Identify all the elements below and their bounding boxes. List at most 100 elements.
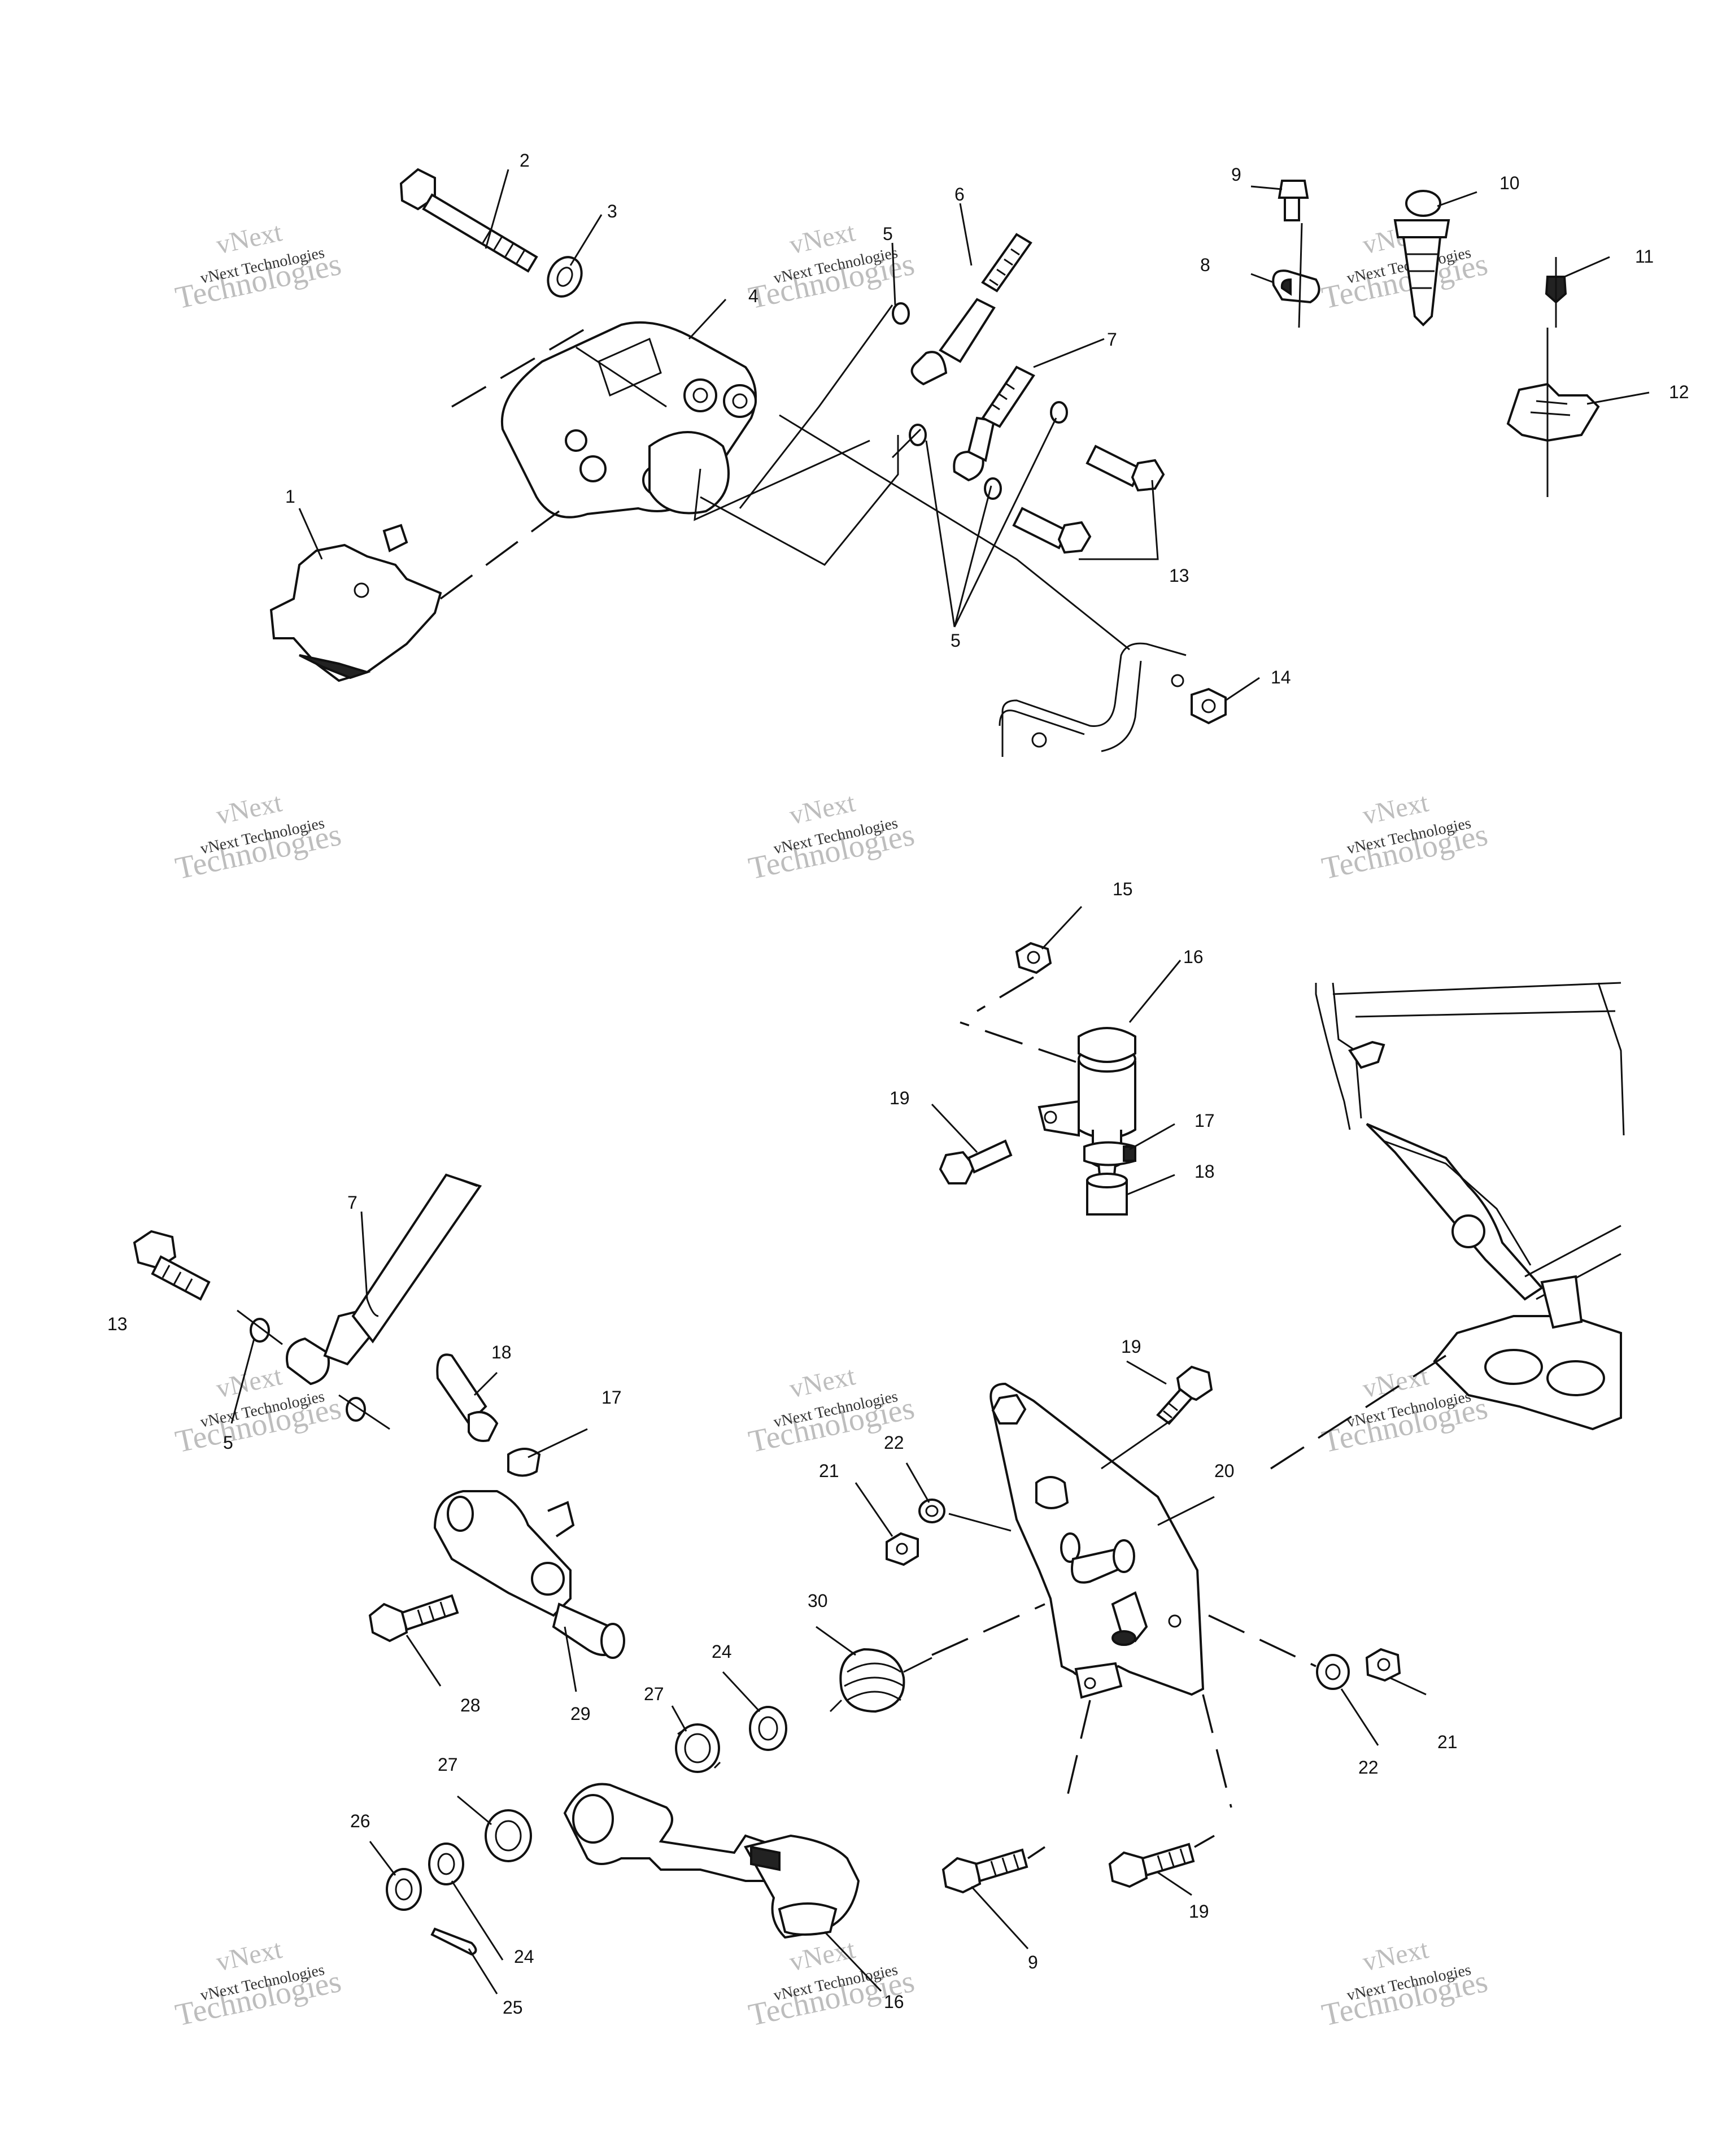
watermark-line1: vNext bbox=[1360, 1361, 1431, 1404]
callout-17-lower: 17 bbox=[601, 1387, 622, 1408]
part-21-nut-b bbox=[1365, 1648, 1401, 1682]
callout-18-lower: 18 bbox=[491, 1342, 512, 1362]
part-27-bushing-b bbox=[485, 1809, 532, 1862]
callout-7: 7 bbox=[1107, 329, 1117, 350]
part-19-bolt-reservoir bbox=[939, 1139, 1013, 1184]
part-24-washer-a bbox=[749, 1706, 787, 1751]
callout-3: 3 bbox=[607, 201, 617, 221]
watermark-line1: vNext bbox=[213, 217, 285, 260]
callout-5-top: 5 bbox=[883, 224, 893, 244]
callout-4: 4 bbox=[748, 286, 758, 306]
part-3-washer bbox=[547, 256, 583, 298]
callout-19-reservoir: 19 bbox=[890, 1088, 910, 1108]
watermark-line1: vNext bbox=[213, 787, 285, 830]
part-7-brake-line-upper bbox=[953, 365, 1035, 482]
part-22-washer-a bbox=[918, 1499, 945, 1523]
callout-26: 26 bbox=[350, 1811, 370, 1831]
callout-17-upper: 17 bbox=[1195, 1110, 1215, 1131]
watermark-1: vNext Technologies vNext Technologies bbox=[172, 217, 344, 316]
reservoir-assembly bbox=[939, 942, 1136, 1216]
callout-19-lower: 19 bbox=[1189, 1901, 1209, 1922]
callout-21-left: 21 bbox=[819, 1461, 839, 1481]
callout-22-left: 22 bbox=[884, 1432, 904, 1453]
callout-19-bracket: 19 bbox=[1121, 1336, 1141, 1357]
part-27-bushing-a bbox=[675, 1723, 721, 1773]
watermark-5: vNext Technologies vNext Technologies bbox=[746, 787, 917, 886]
watermark-6: vNext Technologies vNext Technologies bbox=[1319, 787, 1490, 886]
callout-16: 16 bbox=[1183, 947, 1204, 967]
callout-13: 13 bbox=[1169, 565, 1189, 586]
callout-5: 5 bbox=[951, 630, 961, 651]
callout-27-a: 27 bbox=[644, 1684, 664, 1704]
callout-27-b: 27 bbox=[438, 1754, 458, 1775]
callout-6: 6 bbox=[954, 184, 965, 204]
part-9-bolt-small bbox=[1278, 180, 1309, 221]
part-7-brake-line-lower bbox=[286, 1173, 482, 1386]
caliper-assembly bbox=[269, 168, 1227, 757]
callout-30: 30 bbox=[808, 1591, 828, 1611]
part-29-master-cylinder bbox=[433, 1490, 625, 1659]
watermark-line1: vNext bbox=[787, 217, 858, 260]
part-13-bolt-top-a bbox=[1086, 445, 1165, 492]
callout-2: 2 bbox=[520, 150, 530, 171]
part-4-caliper-body bbox=[500, 321, 757, 519]
pedal-bracket-assembly bbox=[829, 1365, 1401, 1894]
part-5-washer-b bbox=[909, 424, 927, 446]
part-22-washer-b bbox=[1316, 1654, 1350, 1690]
part-13-bolt-lower bbox=[133, 1230, 211, 1301]
master-cylinder-assembly bbox=[133, 1173, 860, 1956]
vehicle-frame-section bbox=[1270, 982, 1625, 1470]
part-13-bolt-top-b bbox=[1012, 507, 1092, 554]
part-5-washer-a bbox=[892, 302, 910, 325]
watermark-line1: vNext bbox=[787, 787, 858, 830]
callout-8: 8 bbox=[1200, 255, 1210, 275]
part-15-nut bbox=[1015, 942, 1052, 974]
watermark-4: vNext Technologies vNext Technologies bbox=[172, 787, 344, 886]
part-18-hose-upper bbox=[1086, 1173, 1128, 1216]
part-18-hose-lower bbox=[436, 1353, 499, 1442]
callout-24-b: 24 bbox=[514, 1946, 534, 1967]
part-21-nut-a bbox=[886, 1532, 919, 1566]
watermark-line1: vNext bbox=[1360, 1934, 1431, 1977]
caliper-mount-bracket bbox=[999, 642, 1187, 757]
part-30-spring bbox=[829, 1648, 932, 1713]
part-24-washer-b bbox=[428, 1843, 464, 1885]
callout-15: 15 bbox=[1113, 879, 1133, 899]
part-9-bolt-lower bbox=[941, 1848, 1028, 1894]
part-17-clamp-upper bbox=[1083, 1141, 1136, 1166]
callout-10: 10 bbox=[1499, 173, 1520, 193]
callout-16-lower: 16 bbox=[884, 1992, 904, 2012]
brake-pedal-lever bbox=[563, 1783, 860, 1939]
watermark-11: vNext Technologies vNext Technologies bbox=[746, 1934, 917, 2033]
top-right-parts bbox=[1272, 180, 1600, 497]
watermarks: vNext Technologies vNext Technologies vN… bbox=[172, 217, 1490, 2033]
watermark-3: vNext Technologies vNext Technologies bbox=[1319, 217, 1490, 316]
callout-22-right: 22 bbox=[1358, 1757, 1379, 1778]
callout-9-lower: 9 bbox=[1028, 1952, 1038, 1972]
watermark-2: vNext Technologies vNext Technologies bbox=[746, 217, 917, 316]
leader-lines bbox=[230, 169, 1650, 1994]
callout-20: 20 bbox=[1214, 1461, 1235, 1481]
part-5-washer-c bbox=[984, 477, 1002, 500]
part-6-brake-line bbox=[910, 233, 1032, 386]
part-12-clamp bbox=[1506, 328, 1600, 497]
part-11-rivet bbox=[1545, 257, 1567, 328]
part-5-washer-d bbox=[1050, 401, 1068, 424]
part-20-bracket-plate bbox=[989, 1382, 1205, 1699]
part-1-brake-pad bbox=[269, 524, 442, 682]
callout-21-right: 21 bbox=[1437, 1732, 1458, 1752]
callout-24-a: 24 bbox=[712, 1641, 732, 1662]
watermark-10: vNext Technologies vNext Technologies bbox=[172, 1934, 344, 2033]
watermark-line1: vNext bbox=[213, 1361, 285, 1404]
callout-9: 9 bbox=[1231, 164, 1241, 185]
callout-5-lower: 5 bbox=[223, 1432, 233, 1453]
watermark-line1: vNext bbox=[1360, 787, 1431, 830]
part-14-nut bbox=[1191, 687, 1227, 725]
callout-7-lower: 7 bbox=[347, 1192, 358, 1213]
callout-11: 11 bbox=[1635, 246, 1654, 267]
part-17-clamp-lower bbox=[507, 1448, 541, 1477]
callout-12: 12 bbox=[1669, 382, 1689, 402]
part-28-bolt bbox=[368, 1594, 459, 1643]
callout-29: 29 bbox=[570, 1704, 591, 1724]
